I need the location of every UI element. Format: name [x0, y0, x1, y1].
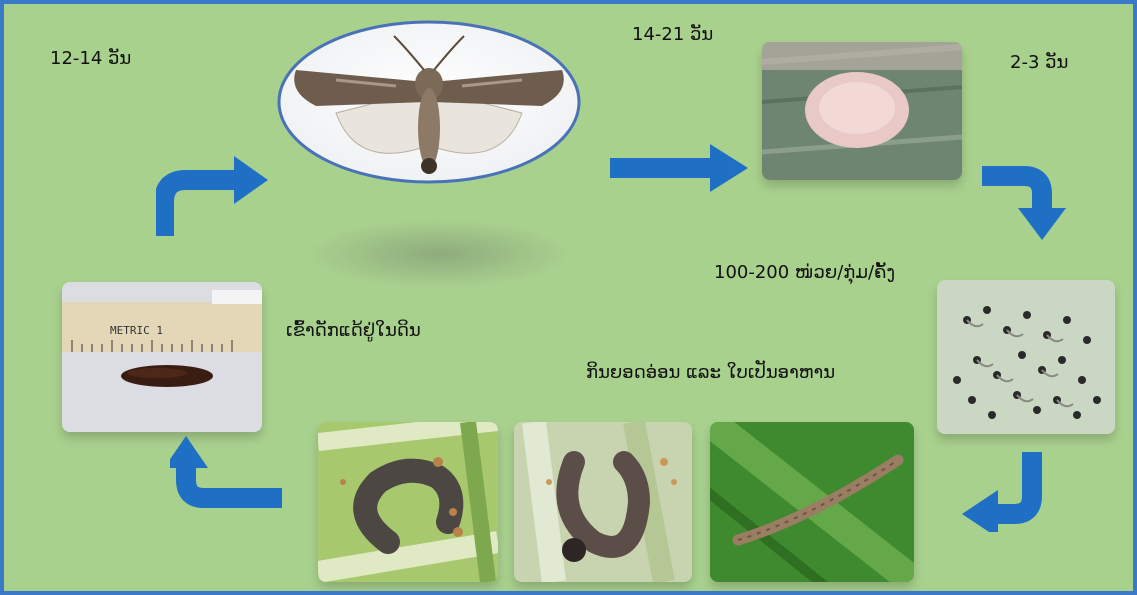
- adult-duration-label: 14-21 ວັນ: [632, 24, 713, 45]
- arrow-adult-to-egg: [610, 144, 750, 194]
- arrow-egg-to-hatchling: [982, 164, 1082, 244]
- egg-count-label: 100-200 ໜ່ວຍ/ກຸ່ມ/ຄັ້ງ: [714, 262, 895, 283]
- arrow-hatchling-to-larva: [962, 452, 1062, 532]
- hatching-larvae-photo: [937, 280, 1115, 434]
- egg-mass-photo: [762, 42, 962, 180]
- adult-moth-image: [276, 18, 582, 186]
- mid-caterpillar-photo: [514, 422, 692, 582]
- larva-note-label: ກິນຍອດອ່ອນ ແລະ ໃບເປັນອາຫານ: [586, 362, 835, 383]
- moth-shadow: [304, 219, 574, 289]
- egg-duration-label: 2-3 ວັນ: [1010, 52, 1068, 73]
- young-caterpillar-photo: [710, 422, 914, 582]
- large-caterpillar-photo: [318, 422, 498, 582]
- pupa-photo: METRIC 1: [62, 282, 262, 432]
- arrow-pupa-to-adult: [156, 144, 274, 240]
- arrow-larva-to-pupa: [170, 434, 282, 518]
- ruler-text: METRIC 1: [110, 324, 163, 337]
- pupa-duration-label: 12-14 ວັນ: [50, 48, 131, 69]
- pupa-note-label: ເຂົ້າດັກແດ້ຢູ່ໃນດິນ: [286, 320, 421, 341]
